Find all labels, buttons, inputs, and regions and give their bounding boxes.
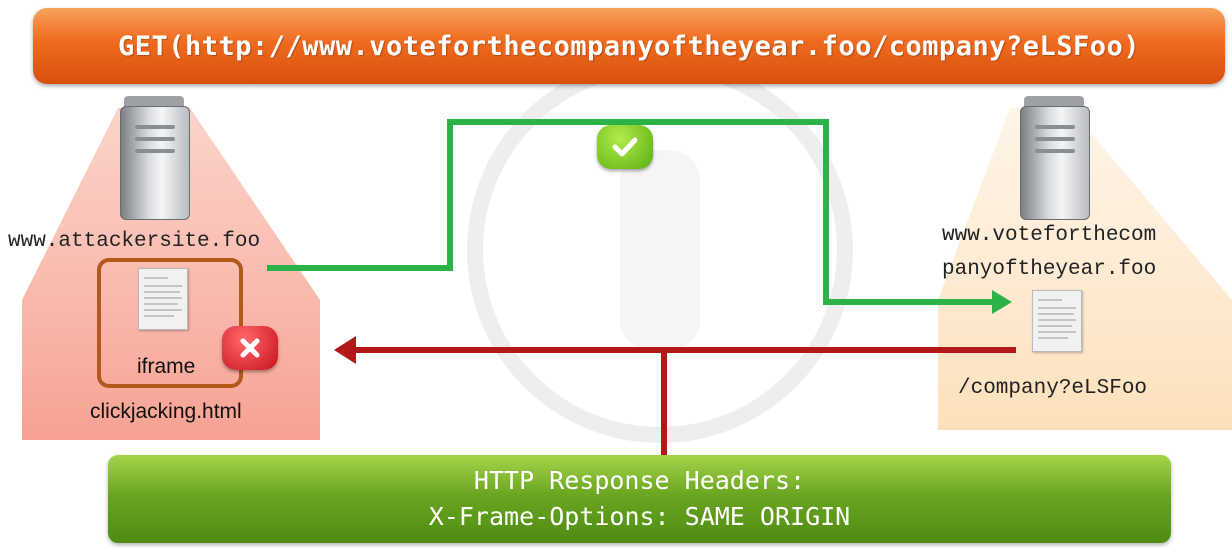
iframe-document-icon	[138, 268, 188, 330]
victim-path: /company?eLSFoo	[958, 377, 1148, 400]
response-arrowhead	[334, 336, 356, 364]
attacker-domain: www.attackersite.foo	[8, 230, 261, 253]
victim-document-icon	[1032, 290, 1082, 352]
response-headers-banner: HTTP Response Headers: X-Frame-Options: …	[108, 455, 1171, 543]
clickjacking-file-label: clickjacking.html	[90, 400, 242, 423]
response-headers-title: HTTP Response Headers:	[473, 466, 806, 495]
check-icon	[597, 125, 653, 169]
watermark-figure	[620, 150, 700, 350]
victim-domain-line1: www.voteforthecom	[942, 224, 1157, 247]
request-arrow	[267, 119, 1000, 305]
attacker-server-icon	[118, 96, 190, 226]
x-frame-options-header: X-Frame-Options: SAME ORIGIN	[428, 502, 851, 531]
request-banner: GET(http://www.voteforthecompanyoftheyea…	[33, 8, 1225, 84]
request-arrowhead	[992, 290, 1012, 314]
iframe-frame	[97, 258, 243, 388]
request-url: GET(http://www.voteforthecompanyoftheyea…	[117, 30, 1141, 62]
x-icon	[222, 326, 278, 370]
iframe-label: iframe	[137, 355, 196, 378]
victim-server-icon	[1018, 96, 1090, 226]
victim-domain-line2: panyoftheyear.foo	[942, 258, 1157, 281]
